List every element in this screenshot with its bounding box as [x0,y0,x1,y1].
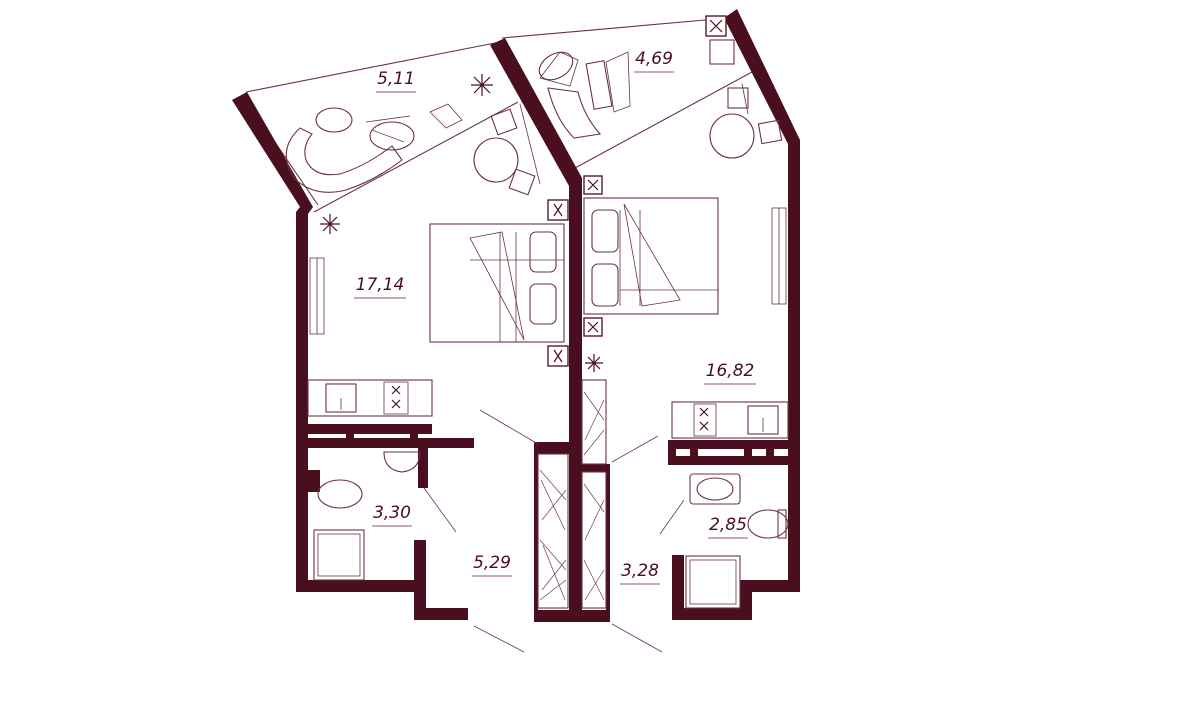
balcony-left-furniture [285,103,463,193]
area-label-bathroom-right: 2,85 [709,515,747,535]
area-label-balcony-left: 5,11 [377,69,415,89]
area-label-room-right: 16,82 [706,361,755,381]
bed-right [583,175,719,372]
area-label-room-left: 17,14 [356,275,405,295]
door-swings [423,409,685,653]
walls [232,9,800,622]
area-label-balcony-right: 4,69 [635,49,673,69]
area-label-hall-right: 3,28 [621,561,659,581]
area-label-bathroom-left: 3,30 [373,503,411,523]
bed-left [429,199,569,367]
kitchen-left [307,379,433,417]
area-label-hall-left: 5,29 [473,553,511,573]
bathroom-left-fixtures [313,451,421,581]
balcony-right-furniture [538,15,735,139]
dining-table-right [709,83,783,159]
window-markers [309,207,787,335]
kitchen-right [671,401,789,439]
plant-icon [320,74,493,234]
bathroom-right-fixtures [685,473,789,609]
dining-table-left [473,103,541,196]
area-labels: 5,11 4,69 17,14 16,82 3,30 5,29 3,28 2,8… [354,49,756,585]
wardrobe-hatching [537,379,607,609]
